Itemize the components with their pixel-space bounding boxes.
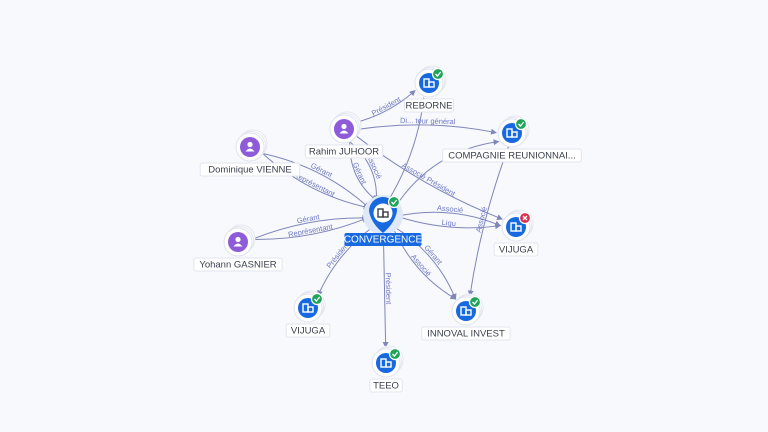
node-label: Dominique VIENNE — [208, 165, 291, 176]
building-icon — [377, 208, 389, 218]
edge-rahim-reborne — [356, 89, 416, 123]
node-label: CONVERGENCE — [344, 235, 423, 246]
edge-label: Di... teur général — [400, 116, 456, 126]
edge-label: Associé Président — [400, 161, 457, 199]
building-icon — [380, 358, 392, 368]
edge-dominique-convergence — [262, 152, 370, 209]
edge-label: Représentant — [287, 222, 334, 239]
node-reborne[interactable]: REBORNE — [403, 65, 455, 113]
edge-label: Président — [370, 94, 403, 117]
node-vijuga_left[interactable]: VIJUGA — [285, 290, 331, 338]
edge-label: Gérant — [296, 212, 321, 225]
node-innoval[interactable]: INNOVAL INVEST — [421, 293, 511, 341]
node-label: TEEO — [373, 381, 399, 392]
node-convergence[interactable]: CONVERGENCE — [344, 195, 423, 246]
nodes-layer: CONVERGENCE REBORNE Rahim JUHOOR Dominique … — [193, 65, 582, 393]
cross-badge-icon — [518, 211, 532, 225]
node-label-box — [285, 323, 331, 338]
edge-label: Président — [384, 272, 394, 305]
node-label-box — [344, 233, 422, 246]
node-label-box — [493, 242, 539, 257]
node-vijuga_right[interactable]: VIJUGA — [493, 209, 539, 257]
edge-label: Gérant — [351, 161, 369, 186]
node-label-box — [304, 144, 384, 159]
person-icon — [233, 236, 243, 247]
edge-label: Liqu — [441, 218, 456, 228]
check-badge-icon — [514, 117, 528, 131]
edge-label: Associé — [437, 203, 464, 214]
node-rahim[interactable]: Rahim JUHOOR — [304, 111, 384, 159]
edge-convergence-compagnie — [394, 139, 500, 208]
edge-yohann-convergence — [251, 217, 369, 240]
edge-convergence-reborne — [387, 97, 427, 203]
edge-convergence-vijuga_right — [396, 215, 502, 230]
node-label: Rahim JUHOOR — [309, 147, 379, 158]
edge-label: Gérant — [309, 161, 334, 180]
building-icon — [423, 78, 435, 88]
building-icon — [510, 222, 522, 232]
node-yohann[interactable]: Yohann GASNIER — [193, 224, 283, 272]
edge-rahim-compagnie — [357, 124, 497, 135]
node-label-box — [442, 148, 582, 163]
node-label-box — [193, 257, 283, 272]
node-teeo[interactable]: TEEO — [369, 345, 404, 393]
node-label: REBORNE — [406, 101, 453, 112]
edge-yohann-convergence — [251, 214, 369, 240]
building-icon — [506, 128, 518, 138]
node-label-box — [403, 98, 455, 113]
check-badge-icon — [431, 67, 445, 81]
check-badge-icon — [388, 347, 402, 361]
node-label-box — [369, 378, 403, 393]
node-label: INNOVAL INVEST — [427, 329, 505, 340]
node-label: VIJUGA — [499, 245, 534, 256]
check-badge-icon — [387, 195, 401, 209]
node-compagnie[interactable]: COMPAGNIE REUNIONNAI... — [442, 115, 582, 163]
node-label-box — [199, 162, 301, 177]
check-badge-icon — [468, 295, 482, 309]
node-label: COMPAGNIE REUNIONNAI... — [448, 151, 576, 162]
person-icon — [245, 141, 255, 152]
edge-dominique-convergence — [262, 153, 370, 210]
node-dominique[interactable]: Dominique VIENNE — [199, 129, 301, 177]
check-badge-icon — [310, 292, 324, 306]
edge-convergence-vijuga_right — [396, 211, 501, 227]
node-label-box — [421, 326, 511, 341]
person-icon — [339, 123, 349, 134]
edge-convergence-innoval — [391, 225, 457, 300]
node-label: Yohann GASNIER — [199, 260, 276, 271]
edge-compagnie-innoval — [467, 146, 509, 297]
building-icon — [302, 303, 314, 313]
edge-convergence-vijuga_left — [317, 225, 375, 297]
edge-label: Associé — [474, 206, 489, 234]
building-icon — [460, 306, 472, 316]
node-label: VIJUGA — [291, 326, 326, 337]
